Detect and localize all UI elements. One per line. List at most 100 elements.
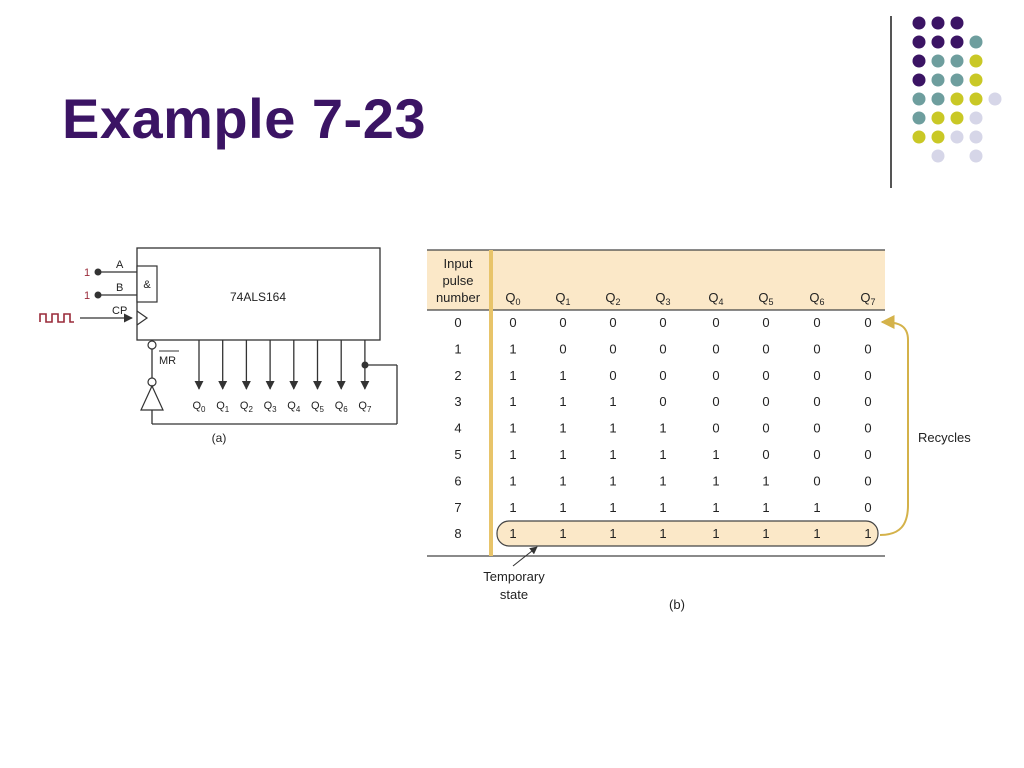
table-row: 4 1 1 1 1 0 0 0 0 [454,421,871,436]
temporary-state-highlight [496,520,879,547]
cell-value: 1 [659,447,666,462]
cell-value: 0 [813,421,820,436]
output-label: Q0 [192,400,206,414]
cell-value: 1 [609,421,616,436]
cell-value: 0 [762,315,769,330]
input-b-label: B [116,282,123,294]
cell-value: 1 [659,421,666,436]
cell-value: 0 [762,368,769,383]
cell-value: 1 [762,526,769,541]
cell-value: 0 [659,341,666,356]
column-header: Q0 [505,290,520,307]
cell-value: 1 [509,526,516,541]
table-divider-bar [489,250,493,556]
decor-dot [950,54,964,68]
decor-dot [912,35,926,49]
cell-value: 0 [864,341,871,356]
cell-value: 1 [559,500,566,515]
chip-body [136,247,381,341]
decorative-dot-grid [912,16,1002,163]
cell-value: 1 [864,526,871,541]
cell-value: 1 [509,421,516,436]
cell-value: 0 [762,421,769,436]
output-label: Q6 [335,400,349,414]
cell-value: 1 [509,500,516,515]
pulse-number: 4 [454,421,461,436]
cell-value: 1 [659,526,666,541]
state-label: state [500,587,528,602]
input-a-label: A [116,259,124,271]
cell-value: 0 [864,447,871,462]
decor-dot [950,130,964,144]
cell-value: 1 [762,500,769,515]
cell-value: 0 [712,315,719,330]
cell-value: 0 [659,394,666,409]
cell-value: 1 [813,526,820,541]
column-header: Q6 [809,290,824,307]
temporary-label: Temporary [483,569,545,584]
cell-value: 1 [559,368,566,383]
cell-value: 1 [659,500,666,515]
header-pulse: pulse [442,273,473,288]
decor-dot [969,149,983,163]
cell-value: 0 [559,315,566,330]
decor-dot [931,73,945,87]
cell-value: 1 [559,473,566,488]
cell-value: 0 [813,315,820,330]
table-header-band [427,250,885,310]
cell-value: 0 [864,394,871,409]
cell-value: 0 [609,368,616,383]
output-label: Q2 [240,400,254,414]
input-b-level: 1 [84,290,90,302]
title-divider [890,16,892,188]
cell-value: 1 [712,526,719,541]
cell-value: 1 [609,447,616,462]
cell-value: 1 [559,526,566,541]
cell-value: 1 [712,473,719,488]
cell-value: 1 [762,473,769,488]
output-label: Q1 [216,400,230,414]
cell-value: 0 [712,368,719,383]
decor-dot [950,35,964,49]
header-input: Input [444,256,473,271]
cell-value: 0 [609,315,616,330]
cell-value: 1 [559,421,566,436]
input-a-level: 1 [84,267,90,279]
decor-dot [969,111,983,125]
cell-value: 1 [712,500,719,515]
cell-value: 0 [864,500,871,515]
cell-value: 1 [509,394,516,409]
cell-value: 0 [559,341,566,356]
cell-value: 0 [864,315,871,330]
cell-value: 1 [659,473,666,488]
decor-dot [931,16,945,30]
cell-value: 0 [712,421,719,436]
cell-value: 0 [864,421,871,436]
cell-value: 0 [864,473,871,488]
table-caption: (b) [669,597,685,612]
output-label: Q5 [311,400,325,414]
recycles-label: Recycles [918,430,971,445]
cell-value: 0 [659,315,666,330]
decor-dot [931,111,945,125]
column-header: Q2 [605,290,620,307]
pulse-number: 2 [454,368,461,383]
decor-dot [969,130,983,144]
decor-dot [912,16,926,30]
pulse-number: 7 [454,500,461,515]
decor-dot [931,130,945,144]
clock-waveform-icon [39,313,74,323]
decor-dot [969,54,983,68]
decor-dot [912,130,926,144]
cell-value: 0 [813,394,820,409]
cell-value: 0 [762,341,769,356]
cell-value: 0 [712,394,719,409]
chip-label: 74ALS164 [230,290,286,304]
cell-value: 1 [509,447,516,462]
